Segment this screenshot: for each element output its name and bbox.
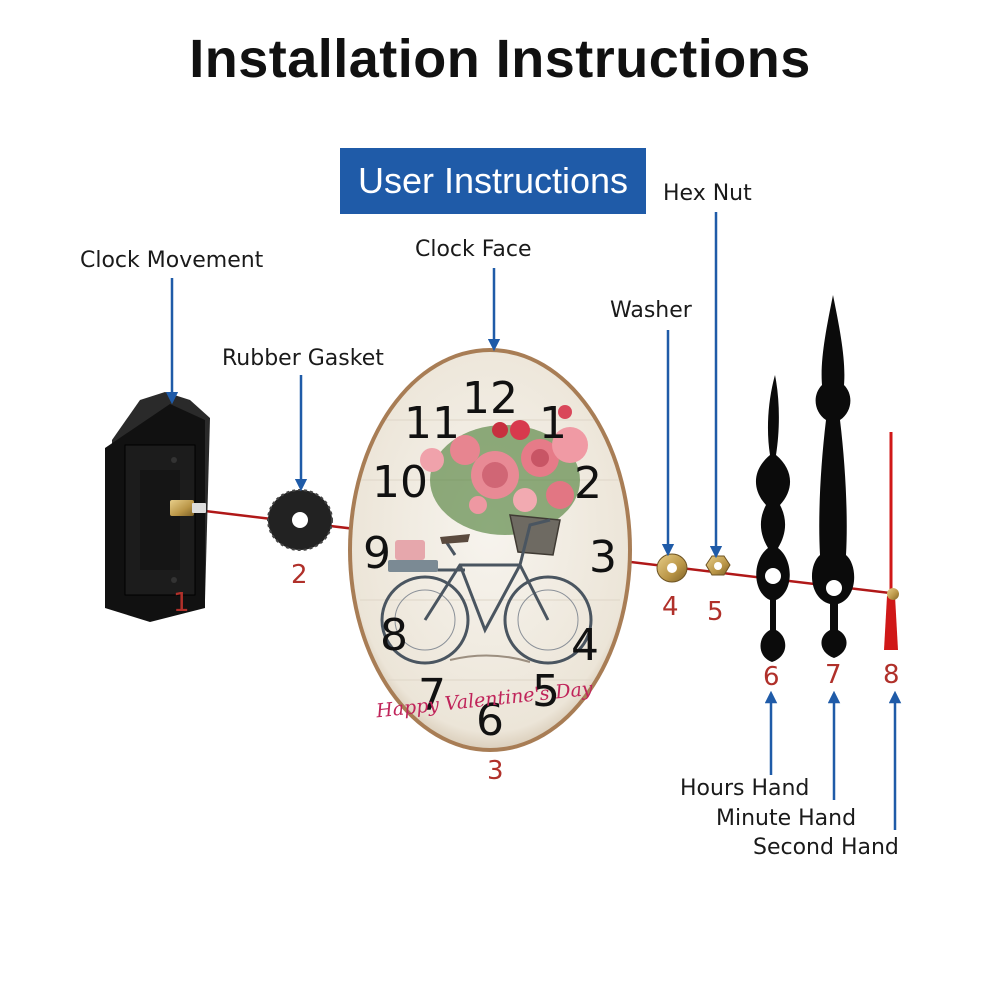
second-hand-icon <box>884 432 899 650</box>
roses-bouquet <box>420 405 588 535</box>
dial-number: 1 <box>539 398 567 449</box>
bicycle <box>380 518 593 665</box>
label-rubber-gasket: Rubber Gasket <box>222 346 384 371</box>
leader-arrows <box>165 212 902 830</box>
rubber-gasket-icon <box>267 489 333 551</box>
dial-number: 3 <box>589 532 617 583</box>
label-hex-nut: Hex Nut <box>663 181 752 206</box>
label-washer: Washer <box>610 298 692 323</box>
hex-nut-icon <box>705 555 731 576</box>
dial-number: 6 <box>476 695 504 746</box>
bicycle-bouquet-illustration <box>360 405 620 681</box>
dial-numbers: 12 1 2 3 4 5 6 7 8 9 10 11 <box>363 373 617 746</box>
page-title: Installation Instructions <box>189 29 811 89</box>
label-clock-face: Clock Face <box>415 237 532 262</box>
dial-number: 12 <box>462 373 518 424</box>
dial-number: 8 <box>380 610 408 661</box>
clock-movement-icon <box>105 392 210 622</box>
part-number-8: 8 <box>883 660 900 690</box>
dial-number: 2 <box>574 458 602 509</box>
minute-hand-icon <box>811 295 855 658</box>
label-clock-movement: Clock Movement <box>80 248 264 273</box>
hours-hand-icon <box>755 375 791 662</box>
dial-number: 10 <box>372 457 428 508</box>
washer-icon <box>656 553 688 583</box>
dial-number: 11 <box>404 398 460 449</box>
part-number-1: 1 <box>173 588 190 618</box>
user-instructions-banner: User Instructions <box>340 148 646 214</box>
part-number-4: 4 <box>662 592 679 622</box>
part-number-7: 7 <box>825 660 842 690</box>
part-number-5: 5 <box>707 597 724 627</box>
part-number-3: 3 <box>487 756 504 786</box>
part-number-6: 6 <box>763 662 780 692</box>
dial-number: 7 <box>418 670 446 721</box>
label-minute-hand: Minute Hand <box>716 806 857 831</box>
label-second-hand: Second Hand <box>753 835 899 860</box>
label-hours-hand: Hours Hand <box>680 776 810 801</box>
part-number-2: 2 <box>291 560 308 590</box>
clock-face-icon: 12 1 2 3 4 5 6 7 8 9 10 11 Happy Valenti… <box>348 348 632 752</box>
dial-number: 9 <box>363 528 391 579</box>
dial-number: 4 <box>571 620 599 671</box>
dial-number: 5 <box>532 666 560 717</box>
